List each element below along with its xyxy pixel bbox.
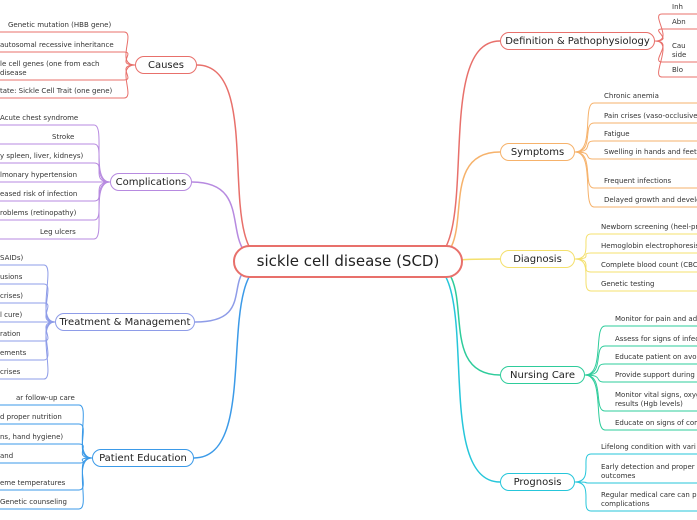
- complications-item[interactable]: lmonary hypertension: [0, 171, 78, 179]
- symptoms-item[interactable]: Chronic anemia: [604, 92, 659, 100]
- complications-item[interactable]: y spleen, liver, kidneys): [0, 152, 84, 160]
- item-connector-definition-3: [654, 40, 697, 78]
- connector-education: [193, 261, 272, 459]
- treatment-item[interactable]: SAIDs): [0, 254, 24, 262]
- education-item[interactable]: eme temperatures: [0, 479, 66, 487]
- connector-nursing: [424, 261, 501, 376]
- item-connector-complications-1: [0, 143, 111, 183]
- education-item[interactable]: Genetic counseling: [0, 498, 67, 506]
- item-connector-causes-0: [0, 31, 136, 66]
- symptoms-item[interactable]: Delayed growth and develo: [604, 196, 697, 204]
- branch-prognosis[interactable]: Prognosis: [500, 473, 575, 491]
- definition-item[interactable]: Blo: [672, 66, 684, 74]
- diagnosis-item[interactable]: Newborn screening (heel-pri: [601, 223, 697, 231]
- causes-item[interactable]: autosomal recessive inheritance: [0, 41, 114, 49]
- item-connector-education-5: [0, 457, 93, 510]
- diagnosis-item[interactable]: Genetic testing: [601, 280, 655, 288]
- complications-item[interactable]: roblems (retinopathy): [0, 209, 77, 217]
- symptoms-item[interactable]: Fatigue: [604, 130, 630, 138]
- branch-symptoms[interactable]: Symptoms: [500, 143, 575, 161]
- prognosis-item[interactable]: Early detection and proper m outcomes: [601, 463, 697, 480]
- symptoms-item[interactable]: Frequent infections: [604, 177, 672, 185]
- complications-item[interactable]: Acute chest syndrome: [0, 114, 79, 122]
- education-item[interactable]: ar follow-up care: [16, 394, 75, 402]
- item-connector-definition-0: [654, 13, 697, 42]
- connector-causes: [196, 64, 272, 263]
- diagnosis-item[interactable]: Hemoglobin electrophoresis: [601, 242, 697, 250]
- connector-prognosis: [424, 261, 501, 483]
- nursing-item[interactable]: Provide support during p: [615, 371, 697, 379]
- branch-causes[interactable]: Causes: [135, 56, 197, 74]
- nursing-item[interactable]: Monitor for pain and ad: [615, 315, 697, 323]
- item-connector-symptoms-3: [574, 151, 697, 160]
- causes-item[interactable]: le cell genes (one from each disease: [0, 60, 100, 77]
- treatment-item[interactable]: usions: [0, 273, 23, 281]
- treatment-item[interactable]: ration: [0, 330, 21, 338]
- item-connector-symptoms-5: [574, 151, 697, 208]
- complications-item[interactable]: Stroke: [52, 133, 75, 141]
- education-item[interactable]: and: [0, 452, 14, 460]
- item-connector-education-2: [0, 443, 93, 459]
- item-connector-symptoms-4: [574, 151, 697, 189]
- item-connector-treatment-2: [0, 302, 56, 323]
- item-connector-nursing-4: [584, 374, 697, 412]
- connector-definition: [424, 40, 501, 263]
- item-connector-causes-3: [0, 64, 136, 99]
- item-connector-symptoms-0: [574, 102, 697, 153]
- item-connector-symptoms-1: [574, 122, 697, 153]
- definition-item[interactable]: Abn: [672, 18, 686, 26]
- item-connector-education-3: [0, 457, 93, 464]
- item-connector-complications-6: [0, 181, 111, 240]
- central-topic[interactable]: sickle cell disease (SCD): [233, 245, 463, 278]
- branch-diagnosis[interactable]: Diagnosis: [500, 250, 575, 268]
- treatment-item[interactable]: crises): [0, 292, 24, 300]
- causes-item[interactable]: tate: Sickle Cell Trait (one gene): [0, 87, 113, 95]
- prognosis-item[interactable]: Regular medical care can pr complication…: [601, 491, 697, 508]
- definition-item[interactable]: Cau side: [672, 42, 687, 59]
- nursing-item[interactable]: Monitor vital signs, oxyg results (Hgb l…: [615, 391, 697, 408]
- definition-item[interactable]: Inh: [672, 3, 683, 11]
- item-connector-prognosis-1: [574, 481, 697, 484]
- item-connector-treatment-0: [0, 264, 56, 323]
- item-connector-prognosis-2: [574, 481, 697, 512]
- item-connector-prognosis-0: [574, 453, 697, 483]
- nursing-item[interactable]: Educate on signs of com: [615, 419, 697, 427]
- complications-item[interactable]: eased risk of infection: [0, 190, 78, 198]
- item-connector-treatment-1: [0, 283, 56, 323]
- item-connector-definition-1: [654, 28, 697, 42]
- branch-education[interactable]: Patient Education: [92, 449, 194, 467]
- treatment-item[interactable]: crises: [0, 368, 21, 376]
- branch-nursing[interactable]: Nursing Care: [500, 366, 585, 384]
- item-connector-nursing-2: [584, 363, 697, 376]
- diagnosis-item[interactable]: Complete blood count (CBC): [601, 261, 697, 269]
- complications-item[interactable]: Leg ulcers: [40, 228, 76, 236]
- item-connector-education-1: [0, 423, 93, 459]
- nursing-item[interactable]: Educate patient on avoi: [615, 353, 697, 361]
- item-connector-treatment-6: [0, 321, 56, 380]
- symptoms-item[interactable]: Swelling in hands and feet (: [604, 148, 697, 156]
- item-connector-symptoms-2: [574, 140, 697, 153]
- item-connector-causes-1: [0, 51, 136, 66]
- item-connector-nursing-0: [584, 325, 697, 376]
- prognosis-item[interactable]: Lifelong condition with vari: [601, 443, 696, 451]
- nursing-item[interactable]: Assess for signs of infec: [615, 335, 697, 343]
- item-connector-diagnosis-3: [574, 258, 697, 292]
- item-connector-nursing-1: [584, 345, 697, 376]
- item-connector-nursing-5: [584, 374, 697, 431]
- item-connector-nursing-3: [584, 374, 697, 383]
- item-connector-complications-2: [0, 162, 111, 183]
- education-item[interactable]: d proper nutrition: [0, 413, 62, 421]
- branch-complications[interactable]: Complications: [110, 173, 192, 191]
- item-connector-diagnosis-0: [574, 233, 697, 260]
- item-connector-diagnosis-1: [574, 252, 697, 260]
- symptoms-item[interactable]: Pain crises (vaso-occlusive: [604, 112, 697, 120]
- branch-definition[interactable]: Definition & Pathophysiology: [500, 32, 655, 50]
- education-item[interactable]: ns, hand hygiene): [0, 433, 64, 441]
- treatment-item[interactable]: ements: [0, 349, 27, 357]
- treatment-item[interactable]: l cure): [0, 311, 23, 319]
- branch-treatment[interactable]: Treatment & Management: [55, 313, 195, 331]
- causes-item[interactable]: Genetic mutation (HBB gene): [8, 21, 112, 29]
